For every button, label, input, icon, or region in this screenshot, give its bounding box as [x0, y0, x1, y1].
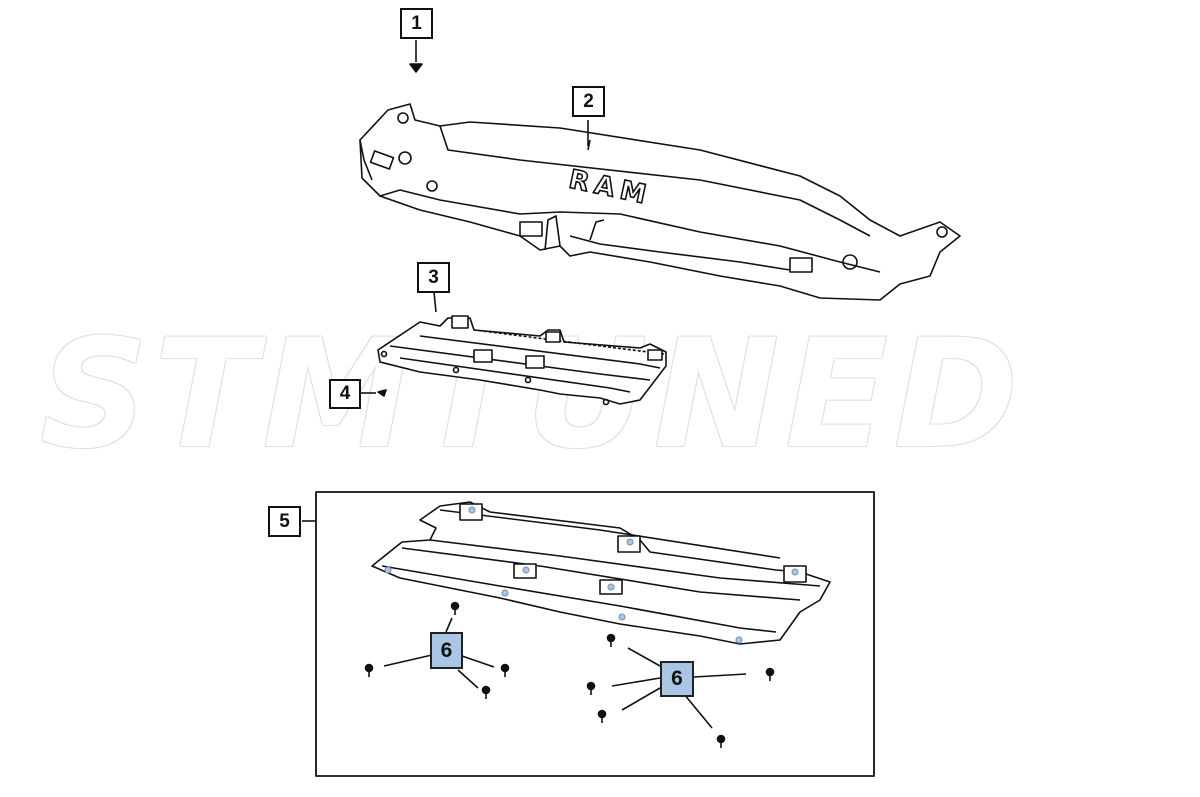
callout-2: 2 [572, 86, 605, 117]
part-6-fasteners-left [364, 601, 510, 699]
callout-3: 3 [417, 262, 450, 293]
part-1-clip [409, 40, 423, 73]
callout-5: 5 [268, 506, 301, 537]
callout-6-left: 6 [430, 632, 463, 669]
part-2-radiator-cover [359, 103, 961, 301]
part-5-kit-frame [315, 491, 875, 777]
callout-4: 4 [329, 379, 361, 409]
part-6-leaders-left [383, 617, 495, 689]
part-3-air-deflector [377, 315, 667, 406]
callout-1: 1 [400, 8, 433, 39]
callout-6-right: 6 [660, 661, 694, 697]
part-5-air-deflector-kit [371, 501, 831, 645]
part-4-clip [377, 389, 387, 397]
part-6-fasteners-right [586, 633, 775, 748]
part-6-leaders-right [611, 647, 747, 729]
